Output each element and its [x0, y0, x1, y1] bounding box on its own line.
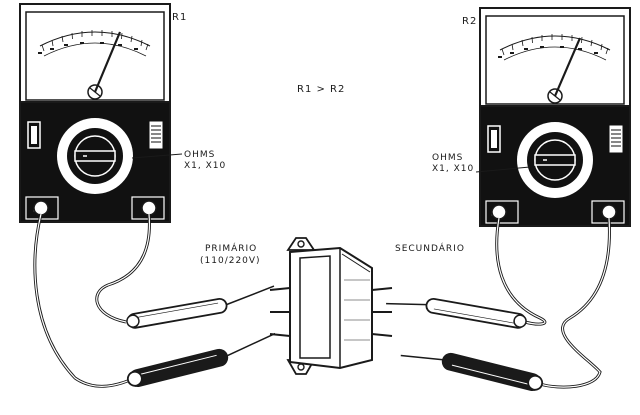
probe-right-upper	[386, 296, 529, 330]
transformer	[269, 237, 393, 375]
probe-left-lower	[125, 332, 276, 390]
meter-left-pointer-line	[131, 153, 183, 159]
meter-right-range-label: OHMS X1, X10	[432, 153, 474, 174]
meter-right-range-line1: OHMS	[432, 153, 463, 163]
wires-left	[33, 213, 151, 388]
multimeter-left: R1 OHMS X1, X10 − +	[19, 3, 226, 223]
primary-label-line1: PRIMÁRIO	[205, 242, 257, 254]
meter-left-range-line2: X1, X10	[184, 161, 226, 171]
meter-left-range-line1: OHMS	[184, 150, 215, 160]
meter-right-pointer-line	[475, 166, 531, 173]
meter-left-label: R1	[172, 12, 187, 23]
probe-left-upper	[124, 285, 275, 330]
meter-left-range-label: OHMS X1, X10	[184, 150, 226, 171]
secondary-label: SECUNDÁRIO	[395, 242, 465, 254]
primary-label: PRIMÁRIO (110/220V)	[200, 242, 261, 266]
wires-right	[495, 217, 611, 389]
meter-right-range-line2: X1, X10	[432, 164, 474, 174]
relation-label: R1 > R2	[297, 84, 345, 95]
primary-label-line2: (110/220V)	[200, 256, 261, 266]
meter-right-label: R2	[462, 16, 477, 27]
probe-right-lower	[400, 351, 545, 394]
multimeter-right: R2 OHMS X1, X10 − +	[432, 7, 631, 227]
